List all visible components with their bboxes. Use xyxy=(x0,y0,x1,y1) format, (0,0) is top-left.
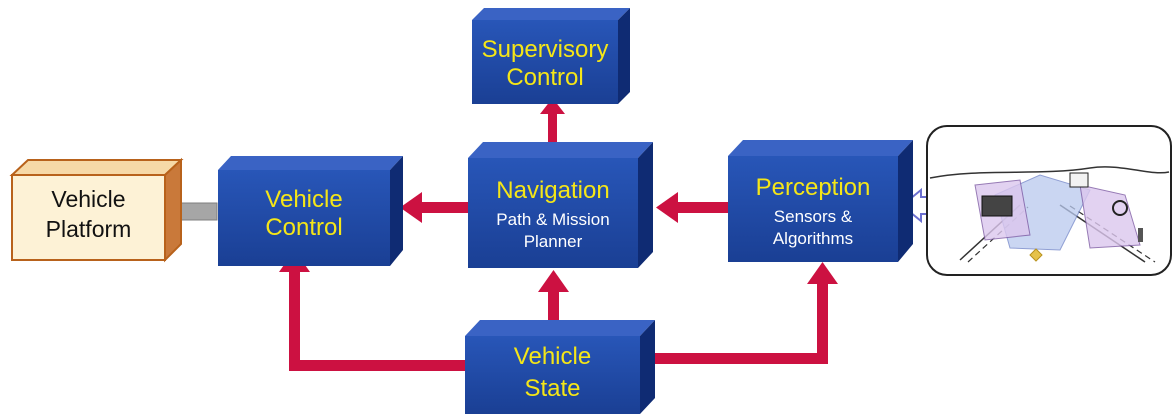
navigation-to-control-arrow xyxy=(400,192,472,223)
vehicle-state-label: Vehicle State xyxy=(465,343,640,402)
perception-sub2: Algorithms xyxy=(772,229,854,249)
perception-to-navigation-arrow xyxy=(656,192,732,223)
navigation-sub1: Path & Mission xyxy=(496,209,610,229)
perception-block xyxy=(728,140,913,262)
platform-line1: Vehicle xyxy=(51,186,126,212)
supervisory-line1: Supervisory xyxy=(481,36,609,63)
vehicle-control-line1: Vehicle xyxy=(265,186,343,213)
supervisory-control-label: Supervisory Control xyxy=(472,36,618,91)
navigation-block xyxy=(468,142,653,268)
vehicle-state-line1: Vehicle xyxy=(513,343,592,370)
perception-label: Perception Sensors & Algorithms xyxy=(728,174,898,249)
navigation-label: Navigation Path & Mission Planner xyxy=(468,177,638,252)
supervisory-control-block xyxy=(472,8,630,104)
navigation-title: Navigation xyxy=(496,177,610,204)
vehicle-state-block xyxy=(465,320,655,414)
connector-arrows xyxy=(279,98,838,371)
vehicle-platform-label: Vehicle Platform xyxy=(12,186,165,243)
state-to-control-arrow xyxy=(279,250,471,371)
navigation-sub2: Planner xyxy=(523,232,583,252)
vehicle-platform-block xyxy=(9,157,184,263)
vehicle-control-block xyxy=(218,156,403,266)
state-to-navigation-arrow xyxy=(538,270,569,324)
vehicle-state-line2: State xyxy=(524,374,581,402)
vehicle-control-label: Vehicle Control xyxy=(218,186,390,241)
vehicle-control-line2: Control xyxy=(265,213,343,241)
perception-title: Perception xyxy=(755,174,871,201)
platform-line2: Platform xyxy=(45,216,132,243)
vehicle-sensor-coverage-illustration xyxy=(926,125,1172,276)
state-to-perception-arrow xyxy=(655,262,838,364)
supervisory-line2: Control xyxy=(506,63,584,91)
perception-sub1: Sensors & xyxy=(773,206,853,226)
